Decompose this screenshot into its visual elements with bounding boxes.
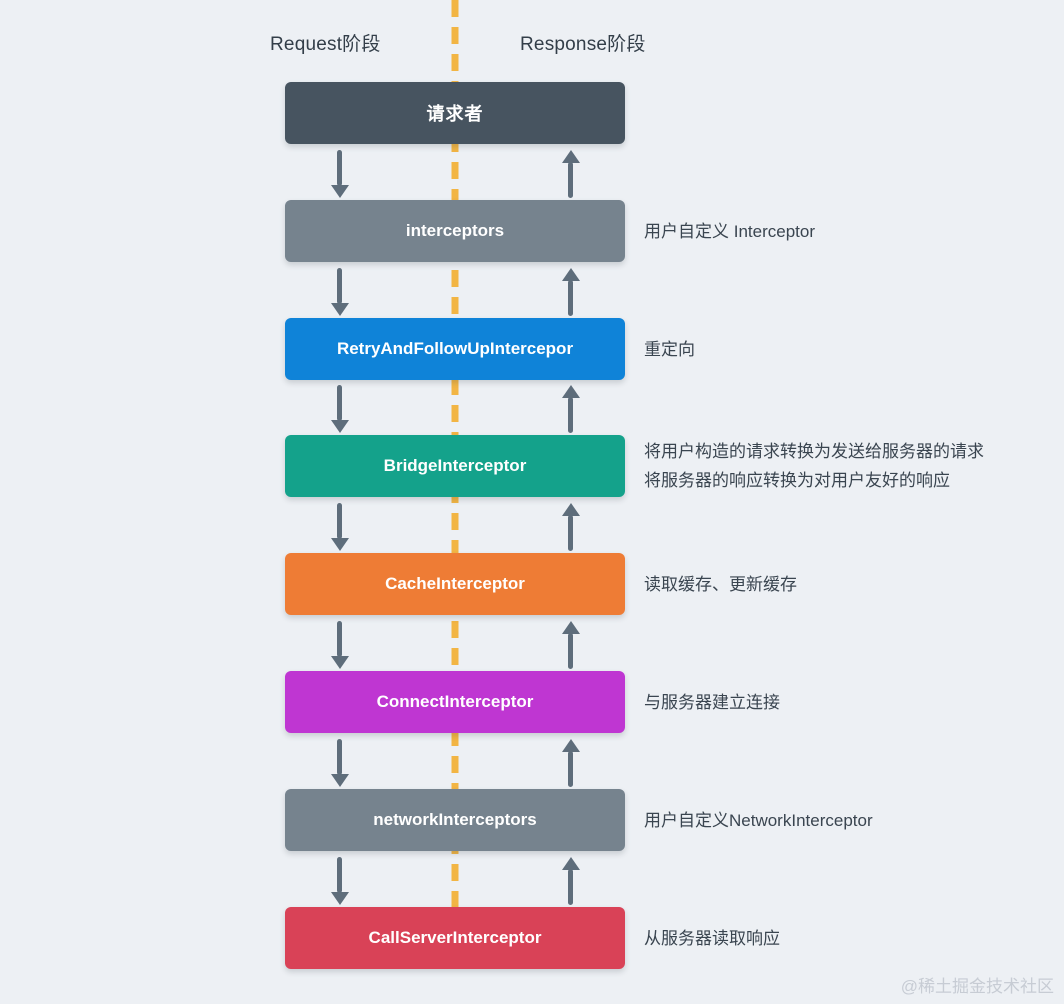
flow-node-label: BridgeInterceptor [383,456,527,475]
flow-node-label: RetryAndFollowUpIntercepor [336,339,574,358]
annotation-line: 将服务器的响应转换为对用户友好的响应 [644,471,950,490]
arrow-head [331,420,349,433]
response-phase-label: Response阶段 [520,34,646,55]
annotation-line: 用户自定义NetworkInterceptor [644,810,873,830]
flow-node-bridge-interceptor: BridgeInterceptor [285,435,625,497]
down-arrow-icon [330,503,350,551]
annotation-retry-and-follow-up: 重定向 [644,318,695,380]
flow-node-call-server-interceptor: CallServerInterceptor [285,907,625,969]
arrow-shaft [337,857,342,893]
flow-node-label: CacheInterceptor [385,574,525,593]
flow-node-label: 请求者 [426,104,484,124]
down-arrow-icon [330,857,350,905]
arrow-head [331,303,349,316]
arrow-head [331,892,349,905]
arrow-shaft [568,162,573,198]
arrow-head [562,150,580,163]
arrow-head [562,385,580,398]
arrow-head [331,538,349,551]
annotation-line: 从服务器读取响应 [644,928,780,948]
down-arrow-icon [330,150,350,198]
annotation-network-interceptors: 用户自定义NetworkInterceptor [644,789,873,851]
arrow-shaft [568,397,573,433]
arrow-shaft [568,869,573,905]
annotation-bridge-interceptor: 将用户构造的请求转换为发送给服务器的请求 将服务器的响应转换为对用户友好的响应 [644,435,984,497]
annotation-line: 将用户构造的请求转换为发送给服务器的请求 [644,442,984,461]
up-arrow-icon [561,503,581,551]
flow-node-requester: 请求者 [285,82,625,144]
flow-node-label: networkInterceptors [373,810,537,829]
up-arrow-icon [561,857,581,905]
flow-node-label: ConnectInterceptor [376,692,534,711]
annotation-line: 用户自定义 Interceptor [644,221,815,241]
down-arrow-icon [330,739,350,787]
arrow-head [331,185,349,198]
annotation-line: 与服务器建立连接 [644,692,780,712]
down-arrow-icon [330,621,350,669]
arrow-head [562,621,580,634]
down-arrow-icon [330,385,350,433]
arrow-shaft [337,150,342,186]
arrow-head [331,656,349,669]
arrow-shaft [568,633,573,669]
arrow-shaft [337,385,342,421]
up-arrow-icon [561,621,581,669]
flow-node-cache-interceptor: CacheInterceptor [285,553,625,615]
annotation-connect-interceptor: 与服务器建立连接 [644,671,780,733]
up-arrow-icon [561,739,581,787]
up-arrow-icon [561,385,581,433]
arrow-head [331,774,349,787]
flow-node-label: interceptors [405,221,505,240]
arrow-shaft [337,503,342,539]
annotation-interceptors: 用户自定义 Interceptor [644,200,815,262]
arrow-shaft [337,739,342,775]
arrow-shaft [337,621,342,657]
flow-node-retry-and-follow-up: RetryAndFollowUpIntercepor [285,318,625,380]
arrow-head [562,739,580,752]
annotation-line: 读取缓存、更新缓存 [644,574,797,594]
flow-node-interceptors: interceptors [285,200,625,262]
arrow-shaft [568,515,573,551]
arrow-head [562,503,580,516]
annotation-call-server-interceptor: 从服务器读取响应 [644,907,780,969]
arrow-shaft [568,751,573,787]
flow-node-network-interceptors: networkInterceptors [285,789,625,851]
annotation-cache-interceptor: 读取缓存、更新缓存 [644,553,797,615]
request-phase-label: Request阶段 [270,34,381,55]
annotation-line: 重定向 [644,339,695,359]
up-arrow-icon [561,150,581,198]
watermark: @稀土掘金技术社区 [900,977,1054,996]
arrow-shaft [568,280,573,316]
flow-node-label: CallServerInterceptor [368,928,542,947]
down-arrow-icon [330,268,350,316]
up-arrow-icon [561,268,581,316]
arrow-shaft [337,268,342,304]
arrow-head [562,857,580,870]
arrow-head [562,268,580,281]
flow-node-connect-interceptor: ConnectInterceptor [285,671,625,733]
